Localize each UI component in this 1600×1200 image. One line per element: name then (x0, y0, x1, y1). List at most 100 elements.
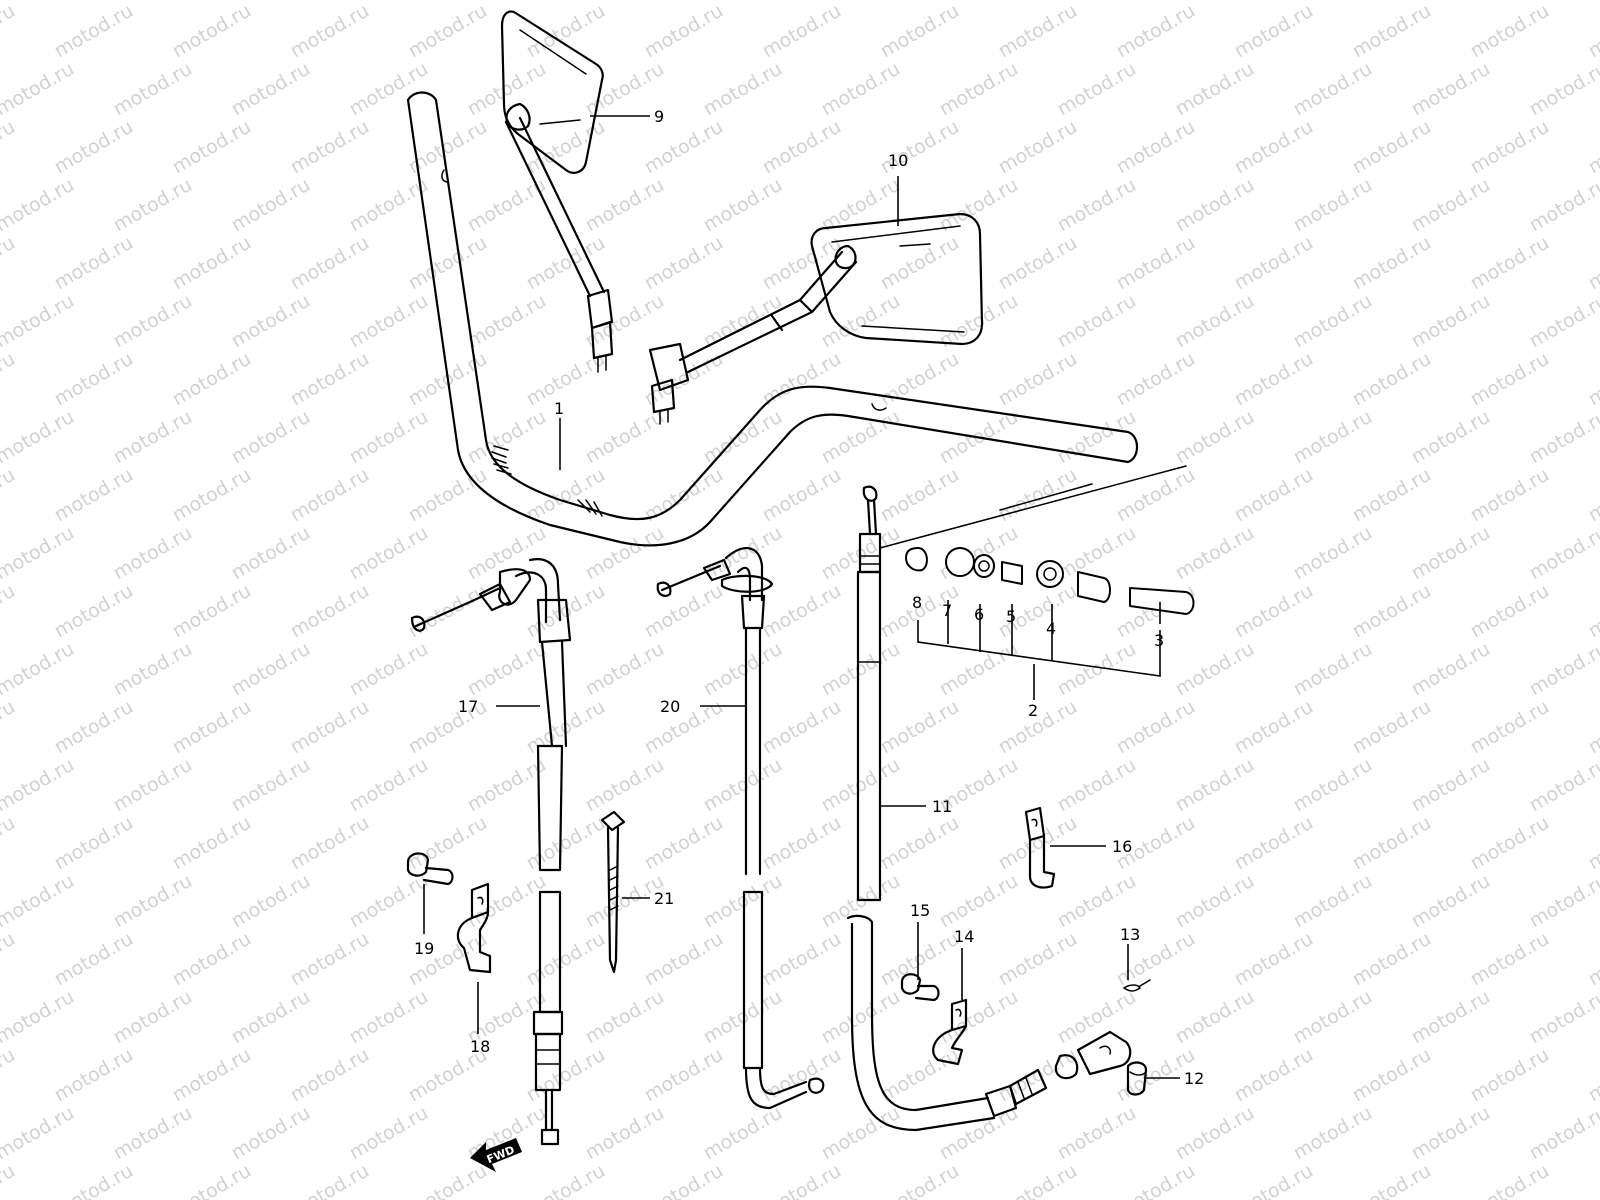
watermark-text: motod.ru (110, 638, 196, 701)
watermark-text: motod.ru (1349, 696, 1435, 759)
watermark-text: motod.ru (228, 638, 314, 701)
watermark-text: motod.ru (1054, 638, 1140, 701)
clutch-cable-11[interactable] (846, 485, 1132, 1132)
callout-11: 11 (932, 797, 952, 816)
watermark-text: motod.ru (1526, 754, 1600, 817)
watermark-text: motod.ru (700, 406, 786, 469)
watermark-text: motod.ru (51, 1160, 137, 1200)
cable-tie[interactable] (600, 810, 626, 974)
watermark-text: motod.ru (1408, 406, 1494, 469)
watermark-text: motod.ru (110, 986, 196, 1049)
watermark-text: motod.ru (0, 1044, 19, 1107)
watermark-text: motod.ru (1290, 406, 1376, 469)
watermark-text: motod.ru (1054, 174, 1140, 237)
watermark-text: motod.ru (641, 928, 727, 991)
watermark-text: motod.ru (1231, 0, 1317, 62)
watermark-text: motod.ru (582, 986, 668, 1049)
watermark-text: motod.ru (169, 1044, 255, 1107)
watermark-text: motod.ru (759, 464, 845, 527)
watermark-text: motod.ru (0, 58, 78, 121)
watermark-text: motod.ru (287, 116, 373, 179)
throttle-cable-17[interactable] (410, 558, 572, 1146)
watermark-text: motod.ru (464, 638, 550, 701)
watermark-text: motod.ru (0, 1160, 19, 1200)
callout-9: 9 (654, 107, 664, 126)
watermark-text: motod.ru (169, 0, 255, 62)
watermark-text: motod.ru (169, 580, 255, 643)
watermark-text: motod.ru (0, 0, 19, 62)
watermark-text: motod.ru (995, 232, 1081, 295)
watermark-text: motod.ru (1054, 406, 1140, 469)
callout-17: 17 (458, 697, 478, 716)
handlebar[interactable] (406, 91, 1139, 547)
watermark-text: motod.ru (169, 812, 255, 875)
clevis-pin-12[interactable] (1126, 1061, 1148, 1096)
callout-19: 19 (414, 939, 434, 958)
watermark-text: motod.ru (641, 0, 727, 62)
watermark-text: motod.ru (1349, 580, 1435, 643)
watermark-text: motod.ru (700, 1102, 786, 1165)
watermark-text: motod.ru (759, 812, 845, 875)
watermark-text: motod.ru (818, 754, 904, 817)
callout-12: 12 (1184, 1069, 1204, 1088)
watermark-text: motod.ru (1408, 522, 1494, 585)
watermark-text: motod.ru (110, 290, 196, 353)
clamp-18[interactable] (456, 882, 492, 974)
watermark-text: motod.ru (818, 986, 904, 1049)
cotter-pin-13[interactable] (1122, 979, 1151, 992)
watermark-text: motod.ru (1054, 754, 1140, 817)
watermark-text: motod.ru (995, 116, 1081, 179)
watermark-text: motod.ru (169, 232, 255, 295)
watermark-text: motod.ru (346, 58, 432, 121)
watermark-text: motod.ru (0, 0, 78, 4)
callout-1: 1 (554, 399, 564, 418)
watermark-text: motod.ru (287, 928, 373, 991)
watermark-text: motod.ru (1526, 58, 1600, 121)
throttle-cable-20[interactable] (656, 547, 825, 1110)
watermark-text: motod.ru (110, 754, 196, 817)
bolt-19[interactable] (406, 852, 454, 886)
watermark-text: motod.ru (464, 870, 550, 933)
watermark-text: motod.ru (759, 116, 845, 179)
watermark-text: motod.ru (1290, 290, 1376, 353)
watermark-text: motod.ru (1113, 464, 1199, 527)
watermark-text: motod.ru (405, 0, 491, 62)
watermark-text: motod.ru (1113, 696, 1199, 759)
right-mirror[interactable] (648, 212, 984, 425)
bolt-15[interactable] (900, 973, 940, 1002)
watermark-text: motod.ru (523, 580, 609, 643)
watermark-text: motod.ru (169, 116, 255, 179)
watermark-text: motod.ru (346, 522, 432, 585)
watermark-text: motod.ru (0, 116, 19, 179)
watermark-text: motod.ru (1231, 696, 1317, 759)
watermark-text: motod.ru (1408, 1102, 1494, 1165)
watermark-text: motod.ru (877, 1044, 963, 1107)
watermark-text: motod.ru (818, 1102, 904, 1165)
callout-7: 7 (942, 601, 952, 620)
watermark-text: motod.ru (287, 0, 373, 62)
watermark-text: motod.ru (1467, 1160, 1553, 1200)
watermark-text: motod.ru (1585, 116, 1600, 179)
watermark-text: motod.ru (1349, 232, 1435, 295)
watermark-text: motod.ru (51, 0, 137, 62)
watermark-text: motod.ru (1172, 870, 1258, 933)
watermark-text: motod.ru (1290, 638, 1376, 701)
watermark-text: motod.ru (1054, 58, 1140, 121)
balancer-set[interactable] (879, 465, 1195, 615)
clamp-14[interactable] (932, 998, 968, 1066)
watermark-text: motod.ru (169, 696, 255, 759)
watermark-text: motod.ru (1408, 174, 1494, 237)
watermark-text: motod.ru (1526, 1102, 1600, 1165)
watermark-text: motod.ru (169, 464, 255, 527)
left-mirror[interactable] (500, 10, 614, 373)
callout-20: 20 (660, 697, 680, 716)
watermark-text: motod.ru (818, 638, 904, 701)
watermark-text: motod.ru (995, 348, 1081, 411)
watermark-text: motod.ru (0, 754, 78, 817)
watermark-text: motod.ru (1526, 638, 1600, 701)
watermark-text: motod.ru (1467, 464, 1553, 527)
cable-guide-16[interactable] (1024, 806, 1056, 889)
watermark-text: motod.ru (1113, 1160, 1199, 1200)
